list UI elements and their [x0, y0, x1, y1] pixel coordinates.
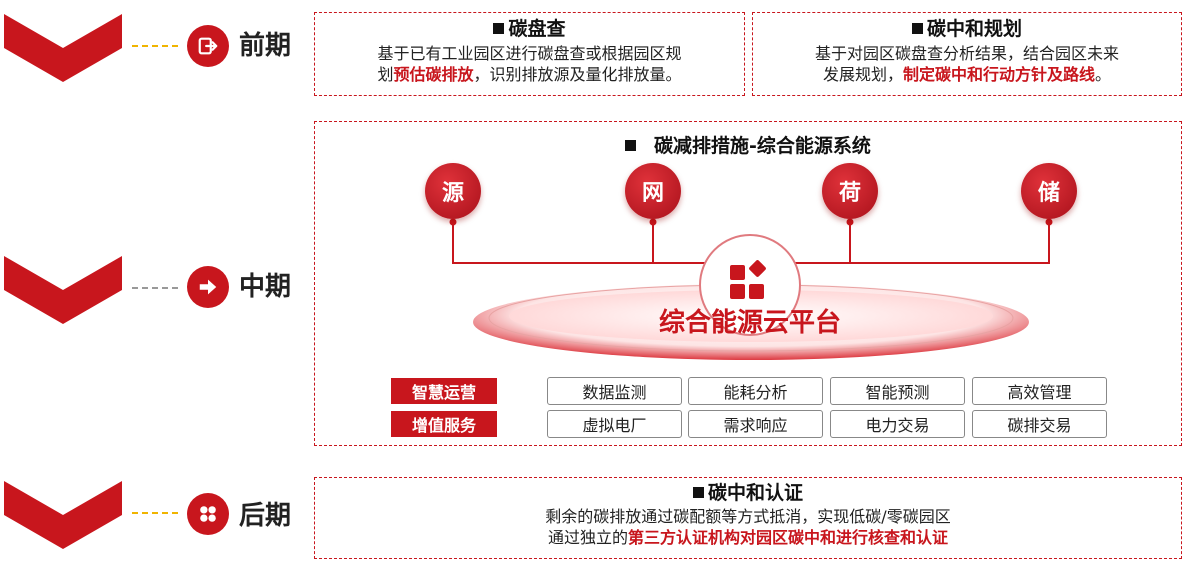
square-bullet-icon — [625, 140, 637, 151]
chevron-early-icon — [4, 14, 122, 82]
box-text: 基于对园区碳盘查分析结果，结合园区未来 发展规划，制定碳中和行动方针及路线。 — [814, 43, 1119, 85]
box-text: 基于已有工业园区进行碳盘查或根据园区规 划预估碳排放，识别排放源及量化排放量。 — [377, 43, 682, 85]
box-text: 剩余的碳排放通过碳配额等方式抵消，实现低碳/零碳园区 通过独立的第三方认证机构对… — [545, 506, 951, 548]
node-grid: 网 — [625, 163, 681, 219]
connector-early — [132, 45, 178, 47]
tag-value-added-service: 增值服务 — [391, 411, 497, 437]
square-bullet-icon — [911, 23, 923, 34]
chevron-late-icon — [4, 481, 122, 549]
connector-late — [132, 512, 178, 514]
box-title: 碳盘查 — [315, 18, 744, 41]
energy-system-box — [314, 121, 1182, 446]
connector-mid — [132, 287, 178, 289]
square-bullet-icon — [692, 487, 704, 498]
cell-virtual-power-plant: 虚拟电厂 — [547, 410, 682, 438]
grid-icon — [187, 493, 229, 535]
cell-demand-response: 需求响应 — [688, 410, 823, 438]
energy-system-title: 碳减排措施-综合能源系统 — [314, 135, 1182, 158]
node-dot — [649, 218, 657, 226]
node-dot — [1045, 218, 1053, 226]
arrow-right-icon — [187, 266, 229, 308]
stage-label-late: 后期 — [239, 501, 292, 531]
exit-icon — [187, 25, 229, 67]
stage-label-early: 前期 — [239, 31, 292, 61]
node-dot — [846, 218, 854, 226]
cell-power-trading: 电力交易 — [830, 410, 965, 438]
node-storage: 储 — [1021, 163, 1077, 219]
node-load: 荷 — [822, 163, 878, 219]
cell-carbon-trading: 碳排交易 — [972, 410, 1107, 438]
stage-label-mid: 中期 — [239, 272, 292, 302]
box-title: 碳中和规划 — [753, 18, 1181, 41]
node-dot — [449, 218, 457, 226]
platform-apps-icon — [730, 260, 766, 299]
chevron-mid-icon — [4, 256, 122, 324]
tag-smart-operation: 智慧运营 — [391, 378, 497, 404]
cell-smart-forecast: 智能预测 — [830, 377, 965, 405]
node-source: 源 — [425, 163, 481, 219]
cell-efficient-management: 高效管理 — [972, 377, 1107, 405]
box-title: 碳中和认证 — [315, 482, 1181, 505]
carbon-inventory-box: 碳盘查 基于已有工业园区进行碳盘查或根据园区规 划预估碳排放，识别排放源及量化排… — [314, 12, 745, 96]
square-bullet-icon — [493, 23, 505, 34]
cell-data-monitoring: 数据监测 — [547, 377, 682, 405]
platform-title: 综合能源云平台 — [658, 308, 841, 338]
carbon-neutral-plan-box: 碳中和规划 基于对园区碳盘查分析结果，结合园区未来 发展规划，制定碳中和行动方针… — [752, 12, 1182, 96]
cell-energy-analysis: 能耗分析 — [688, 377, 823, 405]
carbon-certification-box: 碳中和认证 剩余的碳排放通过碳配额等方式抵消，实现低碳/零碳园区 通过独立的第三… — [314, 477, 1182, 559]
